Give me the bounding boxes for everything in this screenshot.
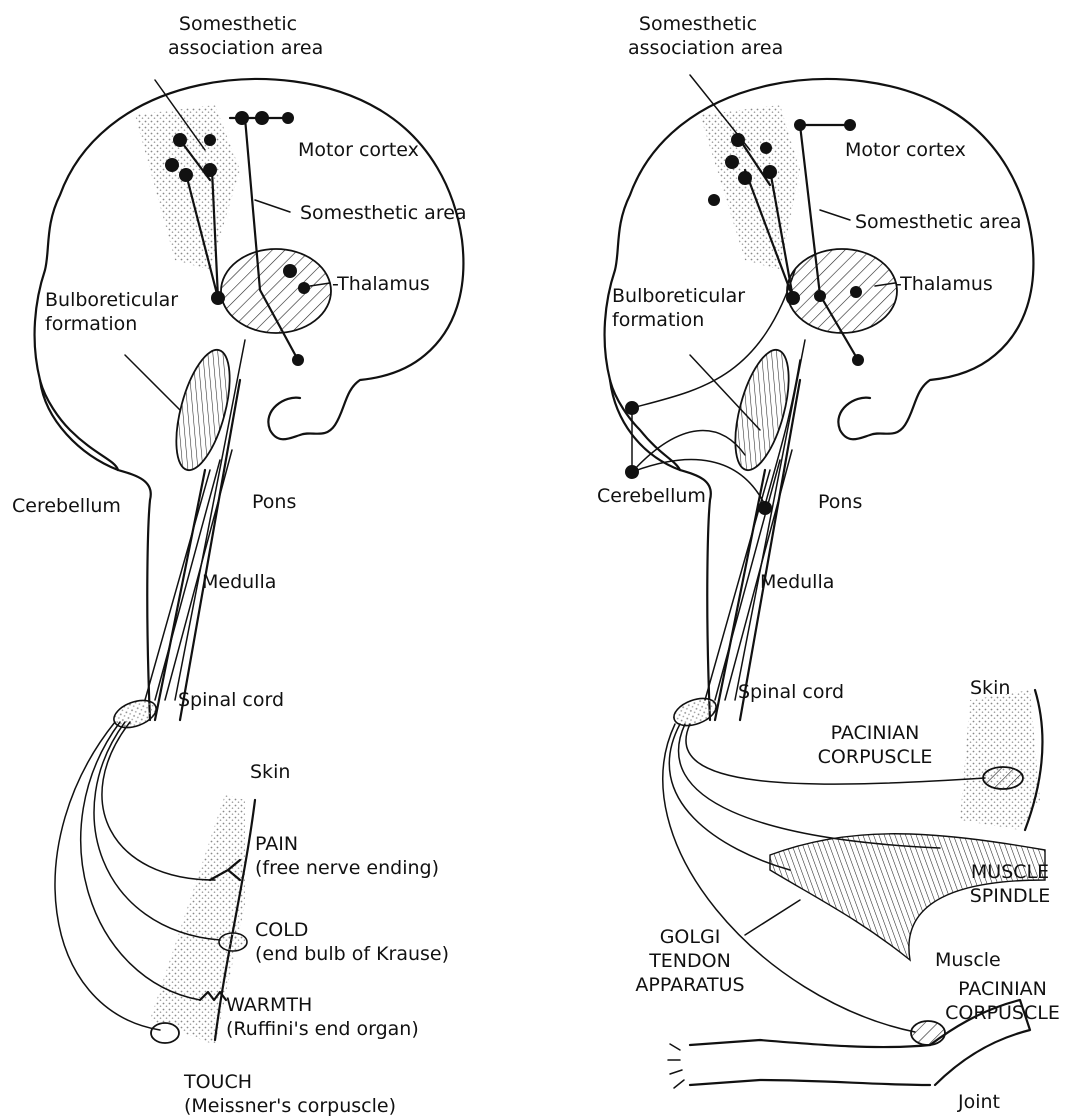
right-label-medulla: Medulla	[760, 570, 834, 594]
left-label-spinal-cord: Spinal cord	[178, 688, 284, 712]
right-label-spinal-cord: Spinal cord	[738, 680, 844, 704]
right-label-somesthetic-area: Somesthetic area	[855, 210, 1022, 234]
left-label-bulboreticular: Bulboreticular formation	[45, 288, 178, 336]
left-label-somesthetic-association: Somesthetic association area	[168, 12, 308, 60]
right-thalamus-ellipse	[787, 249, 897, 333]
left-label-warmth: WARMTH (Ruffini's end organ)	[226, 993, 419, 1041]
right-label-bulboreticular: Bulboreticular formation	[612, 284, 745, 332]
left-label-touch: TOUCH (Meissner's corpuscle)	[184, 1070, 396, 1118]
right-bulboreticular-ellipse	[725, 344, 800, 475]
right-label-golgi-tendon: GOLGI TENDON APPARATUS	[615, 925, 765, 997]
right-cord-section	[670, 693, 720, 731]
right-skin-stipple	[960, 690, 1040, 830]
right-label-pons: Pons	[818, 490, 862, 514]
right-label-joint: Joint	[958, 1090, 1000, 1114]
left-label-somesthetic-area: Somesthetic area	[300, 201, 467, 225]
left-label-thalamus: -Thalamus	[332, 272, 430, 296]
right-skin-pacinian	[983, 767, 1023, 789]
right-label-skin: Skin	[970, 676, 1010, 700]
right-brain-outline	[605, 79, 1034, 720]
left-label-pain: PAIN (free nerve ending)	[255, 832, 439, 880]
right-label-thalamus: -Thalamus	[895, 272, 993, 296]
right-label-cerebellum: Cerebellum	[597, 484, 706, 508]
left-label-pons: Pons	[252, 490, 296, 514]
left-label-motor-cortex: Motor cortex	[298, 138, 419, 162]
left-label-medulla: Medulla	[202, 570, 276, 594]
right-label-pacinian-skin: PACINIAN CORPUSCLE	[800, 721, 950, 769]
right-label-muscle: Muscle	[935, 948, 1001, 972]
right-association-stipple	[700, 105, 800, 270]
right-label-motor-cortex: Motor cortex	[845, 138, 966, 162]
left-cord-section	[110, 695, 160, 733]
left-bulboreticular-ellipse	[166, 344, 241, 475]
right-label-muscle-spindle: MUSCLE SPINDLE	[955, 860, 1065, 908]
left-label-cerebellum: Cerebellum	[12, 494, 121, 518]
right-label-pacinian-joint: PACINIAN CORPUSCLE	[940, 977, 1065, 1025]
left-association-stipple	[135, 105, 240, 270]
left-label-skin: Skin	[250, 760, 290, 784]
left-label-cold: COLD (end bulb of Krause)	[255, 918, 449, 966]
right-label-somesthetic-association: Somesthetic association area	[628, 12, 768, 60]
